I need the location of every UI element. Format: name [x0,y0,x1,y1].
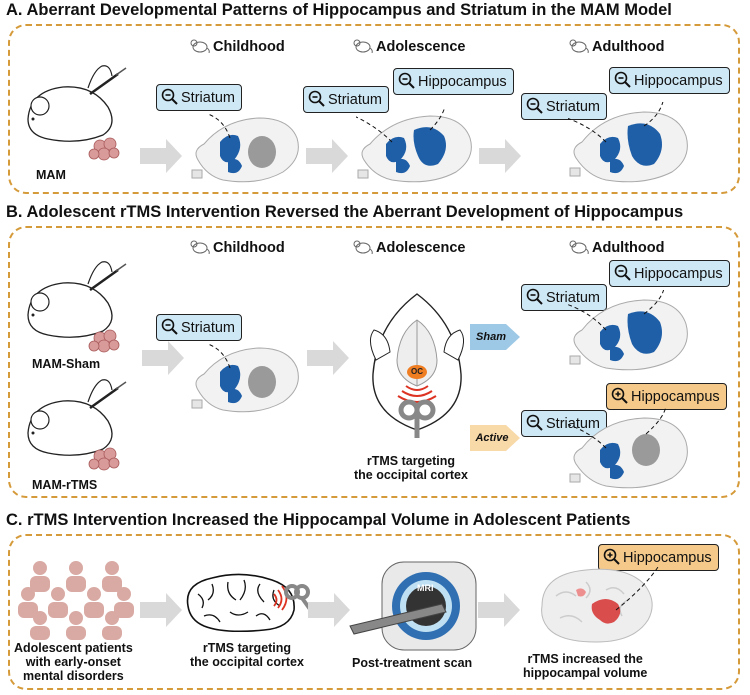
mouse-icon [569,240,589,254]
section-c-title: C. rTMS Intervention Increased the Hippo… [6,511,631,529]
mam-label: MAM [36,168,66,182]
mouse-icon [190,240,210,254]
flow-arrow [307,341,349,375]
flow-arrow [140,139,182,173]
flow-arrow [478,593,520,627]
flow-arrow [306,139,348,173]
mouse-icon [353,240,373,254]
rodent-brain-adulthood-sham [568,290,688,371]
stage-adulthood-b: Adulthood [569,238,664,256]
mri-scanner-illustration [349,561,477,651]
striatum-label: Striatum [521,284,607,311]
rtms-target-caption-human: rTMS targeting the occipital cortex [190,641,304,669]
sham-arrow [470,324,520,350]
striatum-label: Striatum [521,93,607,120]
magnifier-minus-icon [161,318,178,335]
magnifier-minus-icon [526,414,543,431]
magnifier-minus-icon [161,88,178,105]
rodent-brain-adulthood [568,102,688,183]
magnifier-minus-icon [526,288,543,305]
stage-childhood-a: Childhood [190,37,285,55]
section-a-title: A. Aberrant Developmental Patterns of Hi… [6,1,672,19]
mouse-icon [569,39,589,53]
mam-sham-label: MAM-Sham [32,357,101,371]
patients-crowd-illustration [18,561,134,640]
panel-c [8,534,740,690]
hippocampus-label: Hippocampus [393,68,514,95]
flow-arrow [140,593,182,627]
magnifier-plus-icon [603,548,620,565]
rodent-brain-adulthood-active [568,408,688,489]
patients-caption: Adolescent patients with early-onset men… [14,641,133,683]
flow-arrow [479,139,521,173]
magnifier-plus-icon [611,387,628,404]
mam-sham-mouse-illustration [27,261,127,353]
flow-arrow [308,593,350,627]
panel-b [8,226,740,498]
stage-childhood-b: Childhood [190,238,285,256]
rodent-brain-childhood [191,113,299,183]
stage-adolescence-b: Adolescence [353,238,465,256]
flow-arrow [142,341,184,375]
magnifier-minus-icon [308,90,325,107]
hippocampus-label: Hippocampus [609,67,730,94]
magnifier-minus-icon [614,71,631,88]
mouse-icon [353,39,373,53]
human-brain-result-illustration [541,566,660,643]
sham-label: Sham [476,331,506,343]
rodent-brain-childhood-b [191,343,299,413]
occipital-cortex-label: OC [411,367,423,376]
human-brain-rtms-illustration [186,573,314,632]
stage-adolescence-a: Adolescence [353,37,465,55]
hippocampus-increase-label: Hippocampus [606,383,727,410]
stage-adulthood-a: Adulthood [569,37,664,55]
striatum-label: Striatum [156,84,242,111]
active-label: Active [475,432,509,444]
magnifier-minus-icon [614,264,631,281]
result-caption: rTMS increased the hippocampal volume [523,652,648,680]
active-arrow [470,425,520,451]
striatum-label: Striatum [521,410,607,437]
section-b-title: B. Adolescent rTMS Intervention Reversed… [6,203,684,221]
mam-rtms-label: MAM-rTMS [32,478,98,492]
mri-label: MRI [417,583,434,593]
hippocampus-increase-label: Hippocampus [598,544,719,571]
striatum-label: Striatum [303,86,389,113]
panel-a [8,24,740,194]
rtms-target-caption: rTMS targeting the occipital cortex [354,454,468,482]
mam-rtms-mouse-illustration [27,379,127,471]
rodent-brain-adolescence [356,108,472,183]
magnifier-minus-icon [526,97,543,114]
magnifier-minus-icon [398,72,415,89]
mam-mouse-illustration [27,65,127,161]
scan-caption: Post-treatment scan [352,656,473,670]
hippocampus-label: Hippocampus [609,260,730,287]
mouse-icon [190,39,210,53]
striatum-label: Striatum [156,314,242,341]
rat-head-rtms-illustration [370,293,464,438]
